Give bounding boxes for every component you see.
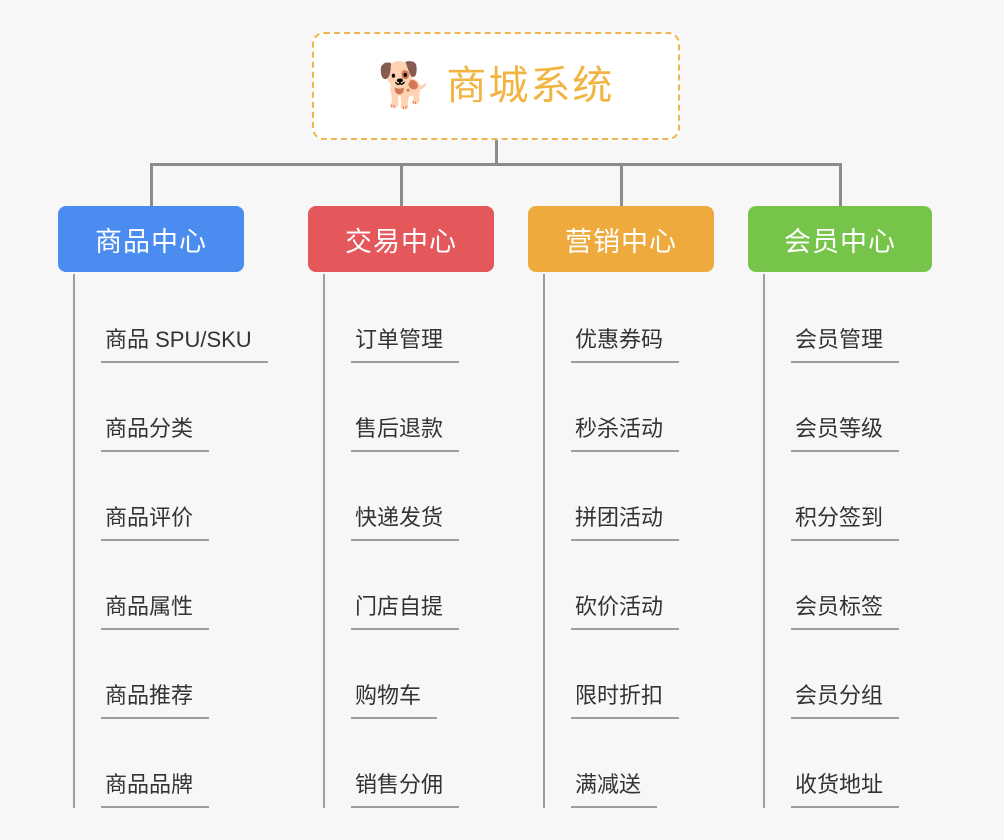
leaf-node-label: 会员等级 (791, 418, 900, 452)
leaf-node[interactable]: 拼团活动 (543, 452, 789, 541)
leaf-node-label: 门店自提 (351, 596, 460, 630)
leaf-node[interactable]: 会员标签 (763, 541, 1004, 630)
leaf-node[interactable]: 满减送 (543, 719, 789, 808)
leaf-node[interactable]: 购物车 (323, 630, 569, 719)
leaf-column-member-center: 会员管理会员等级积分签到会员标签会员分组收货地址 (763, 274, 1004, 808)
connector-root-stem (494, 140, 498, 166)
leaf-node[interactable]: 积分签到 (763, 452, 1004, 541)
leaf-node-label: 商品评价 (101, 507, 210, 541)
leaf-node-label: 会员标签 (791, 596, 900, 630)
connector-drop-product-center (149, 163, 153, 206)
leaf-node-label: 拼团活动 (571, 507, 680, 541)
leaf-node-label: 会员管理 (791, 329, 900, 363)
leaf-node-label: 限时折扣 (571, 685, 680, 719)
leaf-node[interactable]: 会员分组 (763, 630, 1004, 719)
leaf-column-marketing-center: 优惠券码秒杀活动拼团活动砍价活动限时折扣满减送 (543, 274, 789, 808)
column-spine-product-center (73, 274, 75, 808)
leaf-node[interactable]: 商品 SPU/SKU (73, 274, 319, 363)
leaf-node[interactable]: 商品属性 (73, 541, 319, 630)
leaf-node[interactable]: 快递发货 (323, 452, 569, 541)
leaf-node[interactable]: 砍价活动 (543, 541, 789, 630)
column-spine-marketing-center (543, 274, 545, 808)
leaf-node-label: 购物车 (351, 685, 438, 719)
category-node-label: 商品中心 (95, 226, 207, 257)
leaf-node-label: 商品 SPU/SKU (101, 329, 268, 363)
leaf-node[interactable]: 售后退款 (323, 363, 569, 452)
connector-horizontal-bus (151, 163, 840, 166)
leaf-node[interactable]: 商品品牌 (73, 719, 319, 808)
category-node-trade-center[interactable]: 交易中心 (308, 206, 494, 272)
leaf-node[interactable]: 秒杀活动 (543, 363, 789, 452)
leaf-node-label: 砍价活动 (571, 596, 680, 630)
leaf-node-label: 商品属性 (101, 596, 210, 630)
leaf-node-label: 销售分佣 (351, 774, 460, 808)
category-node-label: 会员中心 (784, 226, 896, 257)
leaf-node-label: 秒杀活动 (571, 418, 680, 452)
leaf-node-label: 快递发货 (351, 507, 460, 541)
category-node-product-center[interactable]: 商品中心 (58, 206, 244, 272)
leaf-node[interactable]: 限时折扣 (543, 630, 789, 719)
leaf-node-label: 售后退款 (351, 418, 460, 452)
leaf-node-label: 会员分组 (791, 685, 900, 719)
shiba-dog-face-icon: 🐕 (377, 61, 433, 110)
leaf-node[interactable]: 商品推荐 (73, 630, 319, 719)
leaf-node[interactable]: 销售分佣 (323, 719, 569, 808)
leaf-node[interactable]: 商品分类 (73, 363, 319, 452)
leaf-node-label: 满减送 (571, 774, 658, 808)
leaf-node[interactable]: 收货地址 (763, 719, 1004, 808)
leaf-node-label: 订单管理 (351, 329, 460, 363)
leaf-node-label: 收货地址 (791, 774, 900, 808)
category-node-member-center[interactable]: 会员中心 (748, 206, 932, 272)
category-node-marketing-center[interactable]: 营销中心 (528, 206, 714, 272)
category-node-label: 交易中心 (345, 226, 457, 257)
leaf-node[interactable]: 会员管理 (763, 274, 1004, 363)
column-spine-member-center (763, 274, 765, 808)
column-spine-trade-center (323, 274, 325, 808)
leaf-column-product-center: 商品 SPU/SKU 商品分类商品评价商品属性商品推荐商品品牌 (73, 274, 319, 808)
leaf-node-label: 商品分类 (101, 418, 210, 452)
leaf-node[interactable]: 门店自提 (323, 541, 569, 630)
connector-drop-member-center (838, 163, 842, 206)
connector-drop-trade-center (399, 163, 403, 206)
leaf-column-trade-center: 订单管理售后退款快递发货门店自提购物车销售分佣 (323, 274, 569, 808)
leaf-node[interactable]: 优惠券码 (543, 274, 789, 363)
leaf-node-label: 优惠券码 (571, 329, 680, 363)
root-node-label: 商城系统 (446, 64, 615, 108)
leaf-node-label: 商品推荐 (101, 685, 210, 719)
leaf-node-label: 商品品牌 (101, 774, 210, 808)
leaf-node[interactable]: 订单管理 (323, 274, 569, 363)
connector-drop-marketing-center (619, 163, 623, 206)
leaf-node[interactable]: 商品评价 (73, 452, 319, 541)
category-node-label: 营销中心 (565, 226, 677, 257)
leaf-node[interactable]: 会员等级 (763, 363, 1004, 452)
root-node-shopping-mall-system[interactable]: 🐕 商城系统 (312, 32, 680, 140)
leaf-node-label: 积分签到 (791, 507, 900, 541)
